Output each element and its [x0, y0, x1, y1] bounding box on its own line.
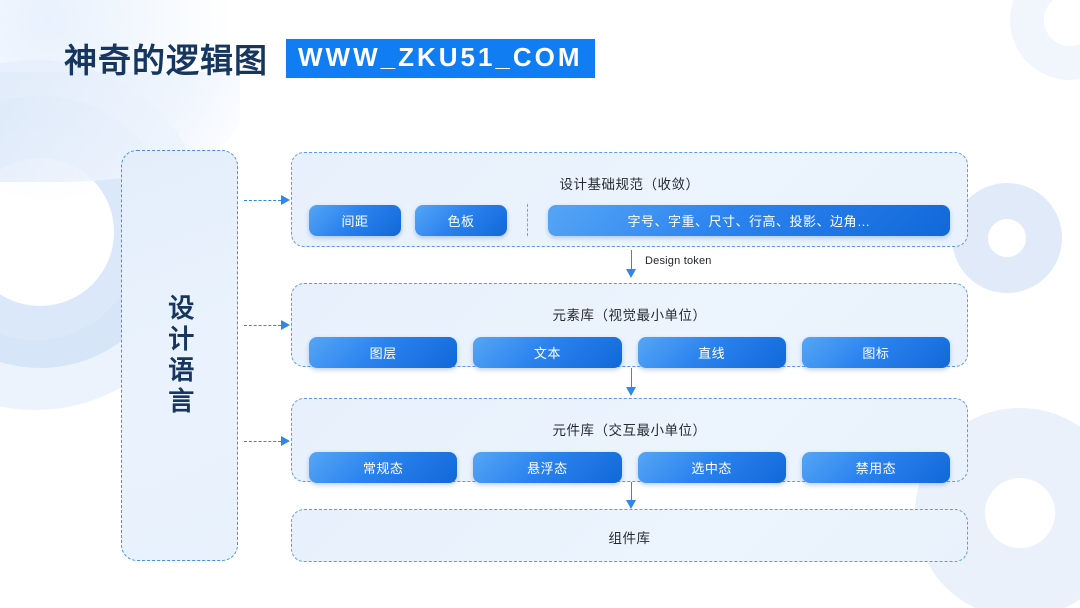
side-panel-label: 设计语言: [164, 293, 195, 418]
arrow-line: [244, 440, 281, 442]
page-title: 神奇的逻辑图: [64, 42, 268, 79]
arrow-head: [281, 320, 290, 330]
row-design-foundation[interactable]: 设计基础规范（收敛） 间距 色板 字号、字重、尺寸、行高、投影、边角…: [291, 152, 968, 247]
arrow-line: [244, 199, 281, 201]
chip-typography-tokens[interactable]: 字号、字重、尺寸、行高、投影、边角…: [548, 204, 950, 236]
row-widget-library[interactable]: 组件库: [291, 509, 968, 562]
arrow-line: [244, 324, 281, 326]
arrow-head: [626, 269, 636, 278]
chip-hover-state[interactable]: 悬浮态: [473, 452, 622, 483]
chip-line[interactable]: 直线: [637, 337, 786, 368]
row-title: 设计基础规范（收敛）: [559, 177, 700, 192]
side-panel-design-language[interactable]: 设计语言: [121, 150, 238, 561]
chip-color-palette[interactable]: 色板: [415, 204, 507, 236]
arrow-line: [630, 250, 632, 269]
chip-layer[interactable]: 图层: [309, 337, 458, 368]
row-item-strip: 间距 色板 字号、字重、尺寸、行高、投影、边角…: [292, 193, 967, 236]
arrow-head: [626, 387, 636, 396]
arrow-head: [281, 436, 290, 446]
design-token-label: Design token: [645, 255, 712, 267]
row-title: 元件库（交互最小单位）: [552, 423, 707, 438]
arrow-head: [626, 500, 636, 509]
vertical-divider: [527, 204, 528, 236]
arrow-down-icon-row3-row4: [626, 481, 636, 509]
chip-selected-state[interactable]: 选中态: [637, 452, 786, 483]
chip-disabled-state[interactable]: 禁用态: [801, 452, 950, 483]
row-element-library[interactable]: 元素库（视觉最小单位） 图层 文本 直线 图标: [291, 283, 968, 368]
row-title: 组件库: [608, 531, 651, 546]
arrow-down-icon-row1-row2: [626, 250, 636, 278]
arrow-head: [281, 195, 290, 205]
site-url-badge: WWW_ZKU51_COM: [286, 38, 595, 78]
row-title: 元素库（视觉最小单位）: [552, 308, 707, 323]
arrow-line: [630, 368, 632, 387]
arrow-right-icon-row1: [244, 195, 290, 205]
row-item-strip: 图层 文本 直线 图标: [292, 324, 967, 368]
arrow-line: [630, 481, 632, 500]
row-component-state-library[interactable]: 元件库（交互最小单位） 常规态 悬浮态 选中态 禁用态: [291, 398, 968, 483]
chip-spacing[interactable]: 间距: [309, 204, 401, 236]
chip-text[interactable]: 文本: [473, 337, 622, 368]
arrow-right-icon-row2: [244, 320, 290, 330]
arrow-right-icon-row3: [244, 436, 290, 446]
chip-icon[interactable]: 图标: [801, 337, 950, 368]
page-header: 神奇的逻辑图 WWW_ZKU51_COM: [64, 34, 595, 82]
arrow-down-icon-row2-row3: [626, 368, 636, 396]
chip-normal-state[interactable]: 常规态: [309, 452, 458, 483]
row-item-strip: 常规态 悬浮态 选中态 禁用态: [292, 439, 967, 483]
